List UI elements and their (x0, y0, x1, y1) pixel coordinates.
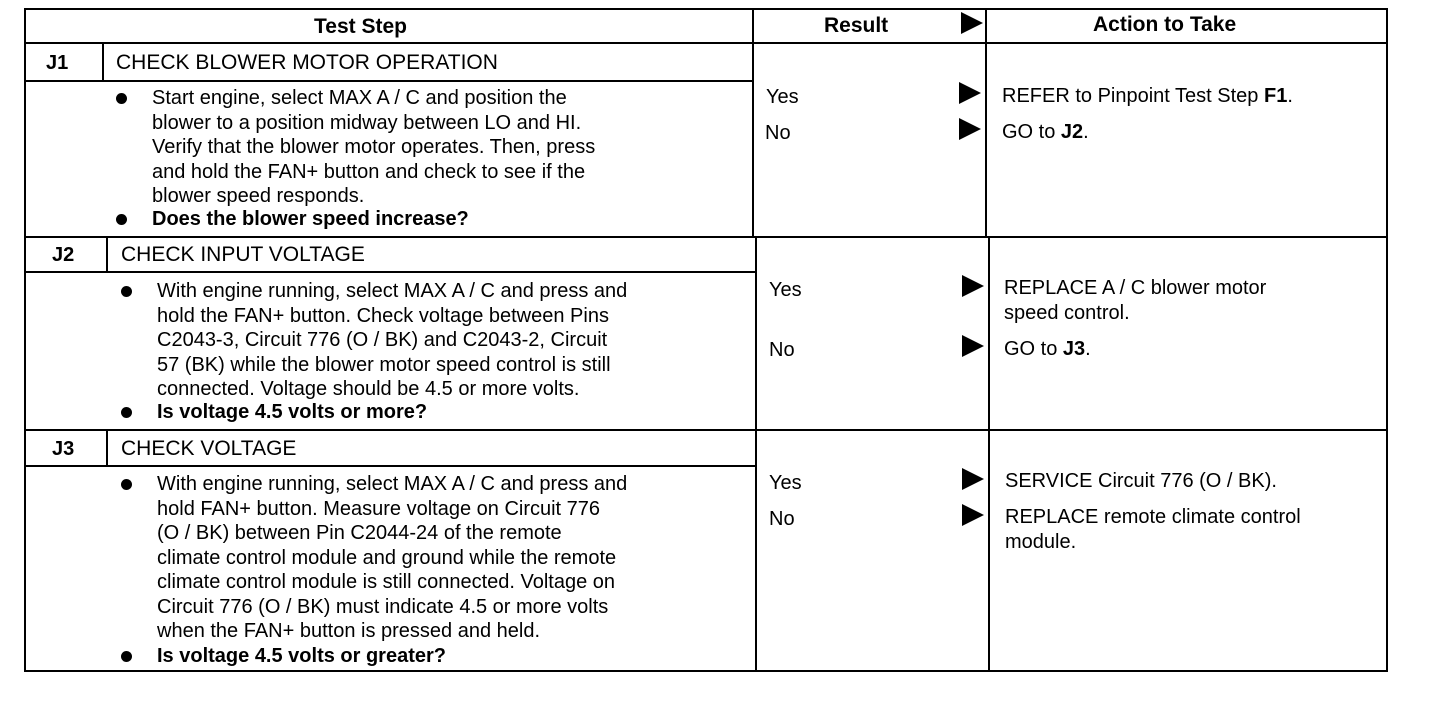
code-sep-j1 (102, 44, 104, 82)
step-question-j3: Is voltage 4.5 volts or greater? (157, 645, 446, 667)
result-yes-j1: Yes (766, 86, 799, 108)
action-no-j2: GO to J3. (1004, 338, 1091, 360)
step-code-j3: J3 (52, 438, 75, 460)
action-yes-j3: SERVICE Circuit 776 (O / BK). (1005, 470, 1277, 492)
step-instruction-j3: With engine running, select MAX A / C an… (157, 473, 628, 642)
step-rule-1 (24, 236, 1388, 238)
step-instruction-j1: Start engine, select MAX A / C and posit… (152, 87, 596, 207)
result-yes-j3: Yes (769, 472, 802, 494)
action-no-j1: GO to J2. (1002, 121, 1089, 143)
arrow-right-icon (962, 275, 984, 297)
action-yes-j2: REPLACE A / C blower motor speed control… (1004, 277, 1267, 324)
step-instruction-j2: With engine running, select MAX A / C an… (157, 280, 628, 400)
code-sep-j2 (106, 238, 108, 273)
result-no-j1: No (765, 122, 791, 144)
code-sep-j3 (106, 431, 108, 467)
step-code-j1: J1 (46, 52, 69, 74)
arrow-right-icon (962, 504, 984, 526)
step-question-j1: Does the blower speed increase? (152, 208, 469, 230)
header-test-step: Test Step (314, 15, 407, 38)
bullet-icon (121, 651, 132, 662)
col-sep-1a (752, 8, 754, 238)
arrow-right-icon (959, 82, 981, 104)
arrow-right-icon (962, 468, 984, 490)
result-no-j2: No (769, 339, 795, 361)
header-arrow-icon (961, 12, 983, 34)
bullet-icon (121, 286, 132, 297)
action-yes-j1: REFER to Pinpoint Test Step F1. (1002, 85, 1293, 107)
title-rule-j1 (24, 80, 754, 82)
arrow-right-icon (962, 335, 984, 357)
bullet-icon (116, 214, 127, 225)
title-rule-j2 (24, 271, 757, 273)
result-no-j3: No (769, 508, 795, 530)
col-sep-1b (755, 236, 757, 672)
table-bottom-rule (24, 670, 1388, 672)
step-title-j3: CHECK VOLTAGE (121, 437, 297, 460)
col-sep-2b (988, 236, 990, 672)
step-title-j1: CHECK BLOWER MOTOR OPERATION (116, 51, 498, 74)
table-right-rule (1386, 8, 1388, 672)
step-question-j2: Is voltage 4.5 volts or more? (157, 401, 428, 423)
step-title-j2: CHECK INPUT VOLTAGE (121, 243, 365, 266)
col-sep-2a (985, 8, 987, 238)
bullet-icon (121, 407, 132, 418)
title-rule-j3 (24, 465, 757, 467)
header-action: Action to Take (1093, 13, 1237, 36)
table-left-rule (24, 8, 26, 672)
step-rule-2 (24, 429, 1388, 431)
header-result: Result (824, 14, 889, 37)
arrow-right-icon (959, 118, 981, 140)
step-code-j2: J2 (52, 244, 75, 266)
bullet-icon (121, 479, 132, 490)
action-no-j3: REPLACE remote climate control module. (1005, 506, 1301, 553)
header-rule (24, 42, 1388, 44)
result-yes-j2: Yes (769, 279, 802, 301)
table-top-rule (24, 8, 1388, 10)
bullet-icon (116, 93, 127, 104)
